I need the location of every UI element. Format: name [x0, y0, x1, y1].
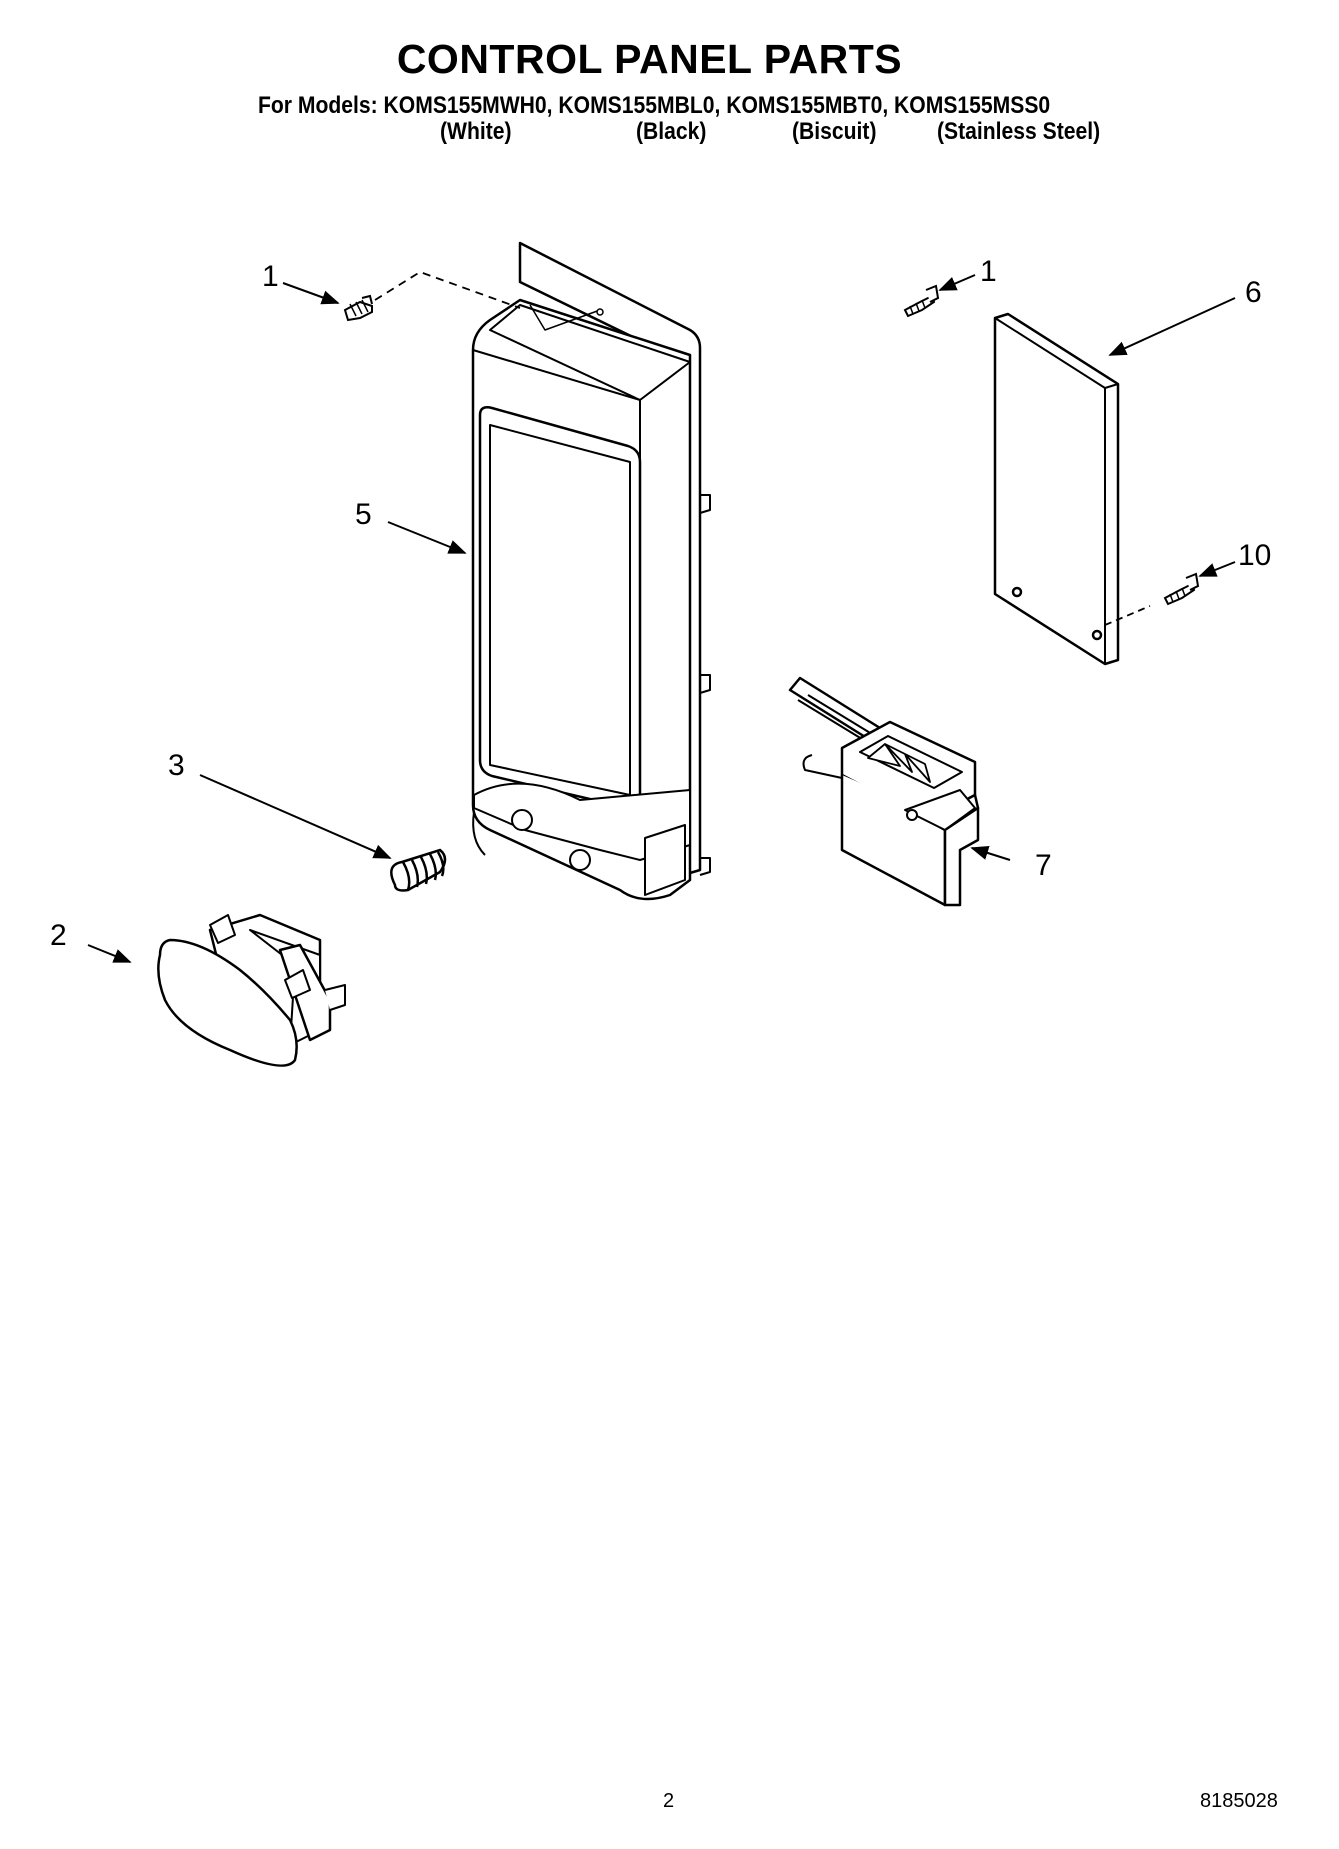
callout-1-left: 1	[262, 260, 279, 293]
cover-screw-icon	[1163, 572, 1200, 606]
leader-3	[199, 774, 392, 859]
callout-2: 2	[50, 919, 67, 952]
page-title: CONTROL PANEL PARTS	[396, 36, 903, 82]
variant-biscuit: (Biscuit)	[792, 118, 877, 145]
callout-1-right: 1	[980, 255, 997, 288]
leader-6	[1108, 297, 1236, 356]
control-button	[157, 913, 346, 1067]
leader-10	[1198, 561, 1236, 577]
callout-3: 3	[168, 749, 185, 782]
page-number: 2	[663, 1790, 675, 1812]
cover-screw-leader	[1104, 605, 1151, 626]
bracket-assembly	[788, 676, 980, 907]
variant-stainless: (Stainless Steel)	[937, 118, 1101, 145]
leader-2	[87, 944, 132, 963]
variant-black: (Black)	[636, 118, 707, 145]
screw-right-icon	[903, 284, 940, 318]
screw-left-leader	[374, 271, 521, 309]
cover-panel	[993, 312, 1120, 666]
document-number: 8185028	[1200, 1790, 1278, 1812]
callout-6: 6	[1245, 276, 1262, 309]
leader-7	[970, 846, 1011, 861]
callout-7: 7	[1035, 849, 1052, 882]
spring-icon	[390, 848, 447, 892]
leader-1-left	[282, 282, 340, 305]
control-panel-housing	[471, 241, 711, 901]
callout-10: 10	[1238, 539, 1271, 572]
variant-white: (White)	[440, 118, 512, 145]
screw-left-icon	[343, 294, 373, 322]
callout-5: 5	[355, 498, 372, 531]
models-line: For Models: KOMS155MWH0, KOMS155MBL0, KO…	[258, 92, 1051, 119]
leader-1-right	[938, 274, 976, 291]
leader-5	[387, 521, 467, 554]
